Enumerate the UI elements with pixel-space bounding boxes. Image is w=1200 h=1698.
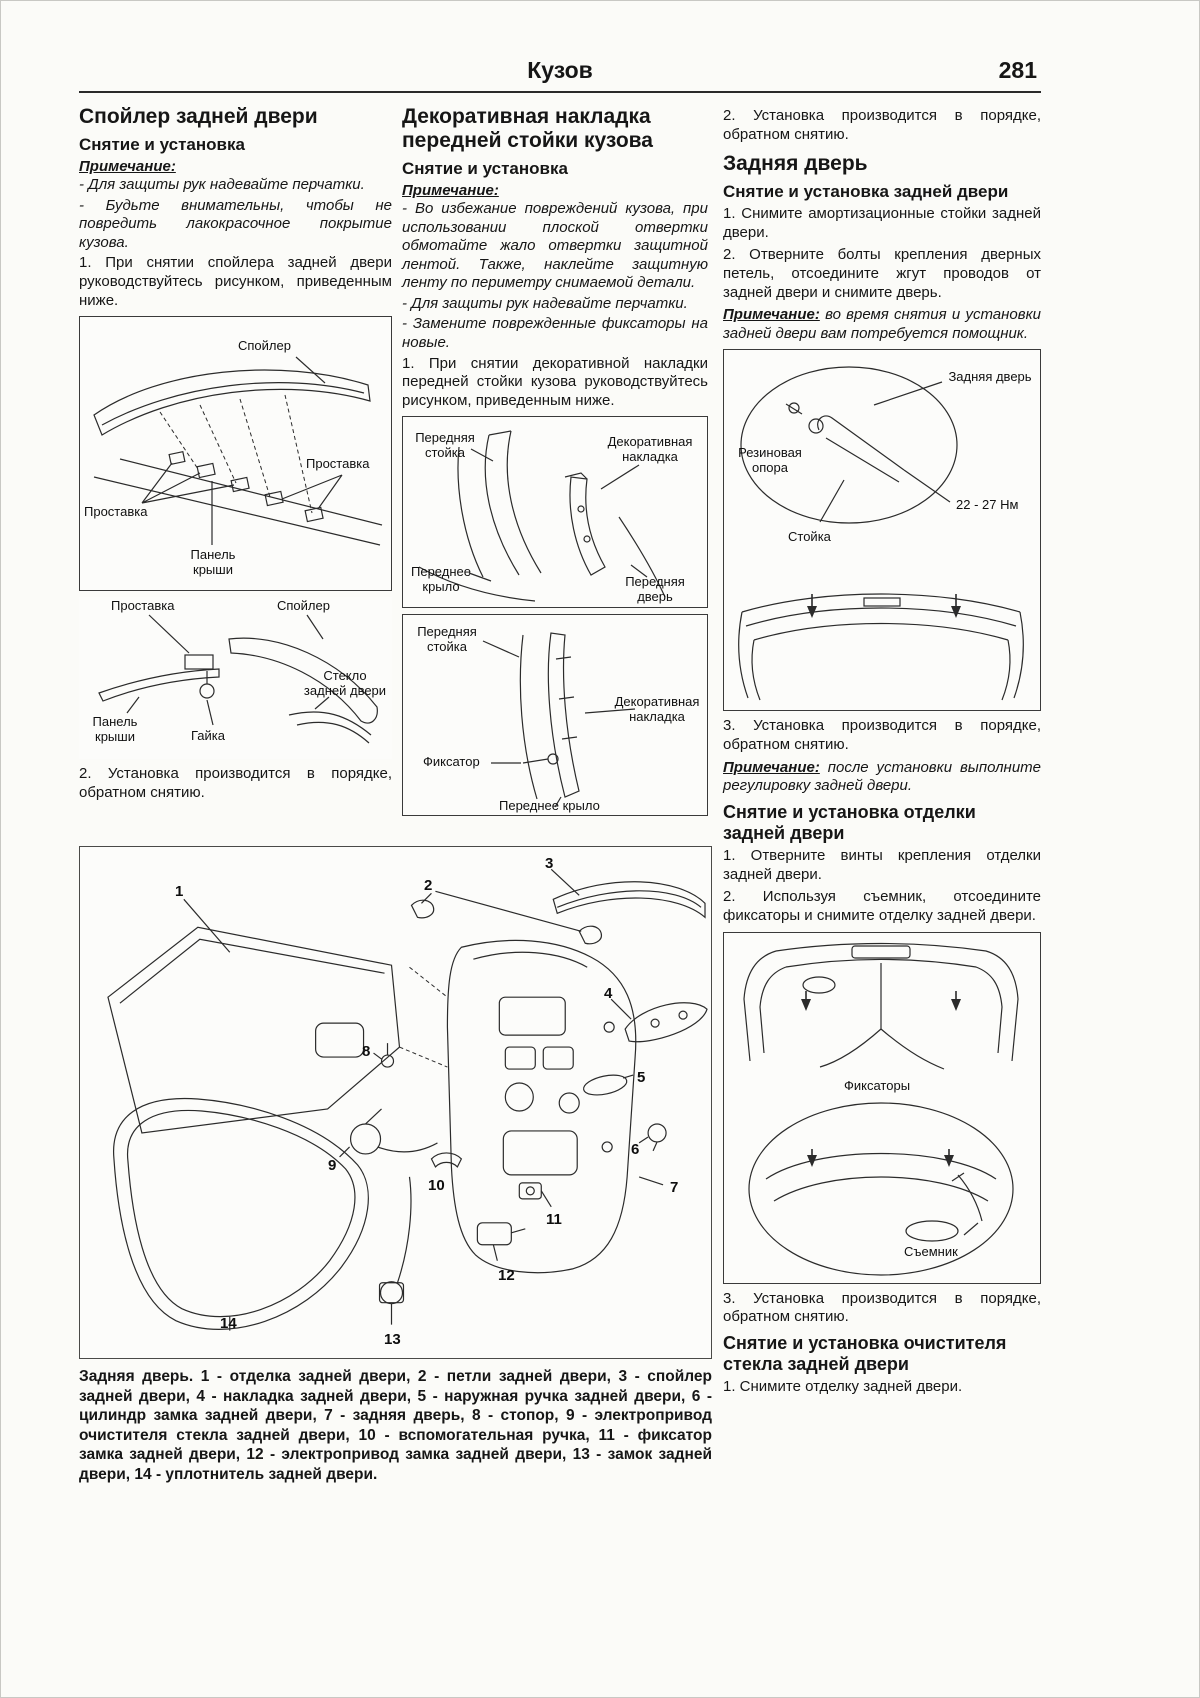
figure-caption: Задняя дверь. 1 - отделка задней двери, …: [79, 1368, 712, 1483]
section-title-spoiler: Спойлер задней двери: [79, 105, 318, 128]
page-header: Кузов 281: [79, 53, 1041, 93]
note-label: Примечание:: [402, 181, 499, 199]
pillar-trim-diagram-1: [418, 430, 666, 603]
fig-label-spacer-left: Проставка: [84, 504, 148, 520]
figure-pillar-trim-1: Передняя стойка Декоративная накладка Пе…: [402, 416, 708, 609]
step-text: 1. При снятии декоративной накладки пере…: [402, 354, 708, 409]
figure-spoiler-exploded: Спойлер Проставка Проставка Панель крыши: [79, 316, 392, 592]
figure-rear-door-strut: Задняя дверь Резиновая опора 22 - 27 Нм …: [723, 349, 1041, 712]
part-number-12: 12: [498, 1267, 515, 1284]
fig-label-clips: Фиксаторы: [844, 1077, 911, 1093]
subsection-removal-install: Снятие и установка: [79, 134, 245, 154]
part-number-7: 7: [670, 1179, 679, 1196]
fig-label-nut: Гайка: [191, 728, 226, 744]
page-number: 281: [998, 57, 1037, 83]
subsection-wiper-removal: Снятие и установка очистителя стекла зад…: [723, 1332, 1007, 1374]
step-text: 2. Отверните болты крепления дверных пет…: [723, 246, 1041, 301]
part-number-11: 11: [546, 1211, 562, 1228]
rear-door-strut-diagram: [738, 366, 1024, 701]
rear-door-exploded-diagram: [107, 868, 708, 1331]
step-text: 2. Используя съемник, отсоедините фиксат…: [723, 888, 1041, 924]
note-item: - Будьте внимательны, чтобы не повредить…: [79, 196, 392, 251]
fig-label-torque: 22 - 27 Нм: [956, 497, 1019, 513]
note-label: Примечание:: [79, 157, 176, 175]
figure-rear-door-trim: Фиксаторы Съемник: [723, 931, 1041, 1284]
spoiler-section-diagram: [98, 614, 378, 744]
fig-label-roof-panel: Панель крыши: [190, 547, 236, 577]
note-item: - Во избежание повреждений кузова, при и…: [402, 199, 708, 292]
rear-door-trim-diagram: [743, 942, 1019, 1276]
fig-label-puller: Съемник: [904, 1243, 958, 1259]
step-text: 3. Установка производится в порядке, обр…: [723, 717, 1041, 753]
step-text: 3. Установка производится в порядке, обр…: [723, 1289, 1041, 1326]
column-pillar-trim: Декоративная накладка передней стойки ку…: [402, 105, 708, 822]
spoiler-exploded-diagram: [93, 356, 383, 546]
part-number-6: 6: [631, 1141, 640, 1158]
part-number-9: 9: [328, 1157, 337, 1174]
figure-spoiler-section: Проставка Спойлер Панель крыши Гайка Сте…: [79, 597, 392, 760]
fig-label-front-pillar-2: Передняя стойка: [417, 624, 477, 654]
note-item: - Для защиты рук надевайте перчатки.: [402, 294, 688, 312]
fig-label-roof-panel-2: Панель крыши: [92, 714, 138, 744]
note-label: Примечание:: [723, 306, 820, 324]
column-rear-door: 2. Установка производится в порядке, обр…: [723, 105, 1041, 1401]
step-text: 1. Отверните винты крепления отделки зад…: [723, 847, 1041, 883]
part-number-13: 13: [384, 1331, 401, 1348]
note-text: после установки выполните регулировку за…: [723, 758, 1041, 795]
part-number-14: 14: [220, 1315, 237, 1332]
fig-label-clip: Фиксатор: [423, 754, 480, 770]
figure-pillar-trim-2: Передняя стойка Декоративная накладка Фи…: [402, 614, 708, 817]
part-number-2: 2: [424, 877, 433, 894]
note-label: Примечание:: [723, 758, 820, 776]
step-text: 2. Установка производится в порядке, обр…: [79, 765, 392, 801]
fig-label-spoiler: Спойлер: [238, 338, 291, 354]
note-item: - Для защиты рук надевайте перчатки.: [79, 175, 365, 193]
fig-label-front-pillar: Передняя стойка: [415, 430, 475, 460]
note-inline: Примечание: после установки выполните ре…: [723, 759, 1041, 796]
subsection-trim-removal: Снятие и установка отделки задней двери: [723, 801, 976, 843]
subsection-rear-door-removal: Снятие и установка задней двери: [723, 182, 1009, 202]
page-header-title: Кузов: [527, 57, 593, 83]
section-title-pillar-trim: Декоративная накладка передней стойки ку…: [402, 105, 653, 152]
step-text: 2. Установка производится в порядке, обр…: [723, 107, 1041, 143]
fig-label-spoiler-2: Спойлер: [277, 598, 330, 614]
part-number-10: 10: [428, 1177, 445, 1194]
fig-label-rear-door: Задняя дверь: [948, 369, 1032, 385]
part-number-4: 4: [604, 985, 613, 1002]
pillar-trim-diagram-2: [482, 632, 636, 808]
part-number-8: 8: [362, 1043, 371, 1060]
note-inline: Примечание: во время снятия и установки …: [723, 306, 1041, 343]
subsection-removal-install: Снятие и установка: [402, 158, 568, 178]
fig-label-spacer: Проставка: [111, 598, 175, 614]
fig-label-strut: Стойка: [788, 529, 831, 545]
column-spoiler: Спойлер задней двери Снятие и установка …: [79, 105, 392, 806]
fig-label-front-fender: Переднее крыло: [411, 564, 471, 594]
part-number-1: 1: [175, 883, 184, 900]
section-title-rear-door: Задняя дверь: [723, 152, 868, 176]
step-text: 1. Снимите отделку задней двери.: [723, 1378, 963, 1396]
part-number-5: 5: [637, 1069, 646, 1086]
part-number-3: 3: [545, 855, 554, 872]
fig-label-decorative-trim-2: Декоративная накладка: [614, 694, 700, 724]
fig-label-front-door: Передняя дверь: [625, 574, 685, 604]
step-text: 1. Снимите амортизационные стойки задней…: [723, 205, 1041, 241]
fig-label-rubber-support: Резиновая опора: [738, 445, 802, 475]
note-text: во время снятия и установки задней двери…: [723, 306, 1041, 342]
figure-rear-door-exploded: 1 2 3 4 5 6 7 8 9 10 11 12 13 14: [79, 846, 712, 1359]
step-text: 1. При снятии спойлера задней двери руко…: [79, 254, 392, 309]
note-item: - Замените поврежденные фиксаторы на нов…: [402, 315, 708, 352]
fig-label-front-fender-2: Переднее крыло: [499, 798, 600, 814]
fig-label-decorative-trim: Декоративная накладка: [607, 434, 693, 464]
fig-label-spacer-right: Проставка: [306, 456, 370, 472]
fig-label-rear-glass: Стекло задней двери: [303, 668, 387, 698]
